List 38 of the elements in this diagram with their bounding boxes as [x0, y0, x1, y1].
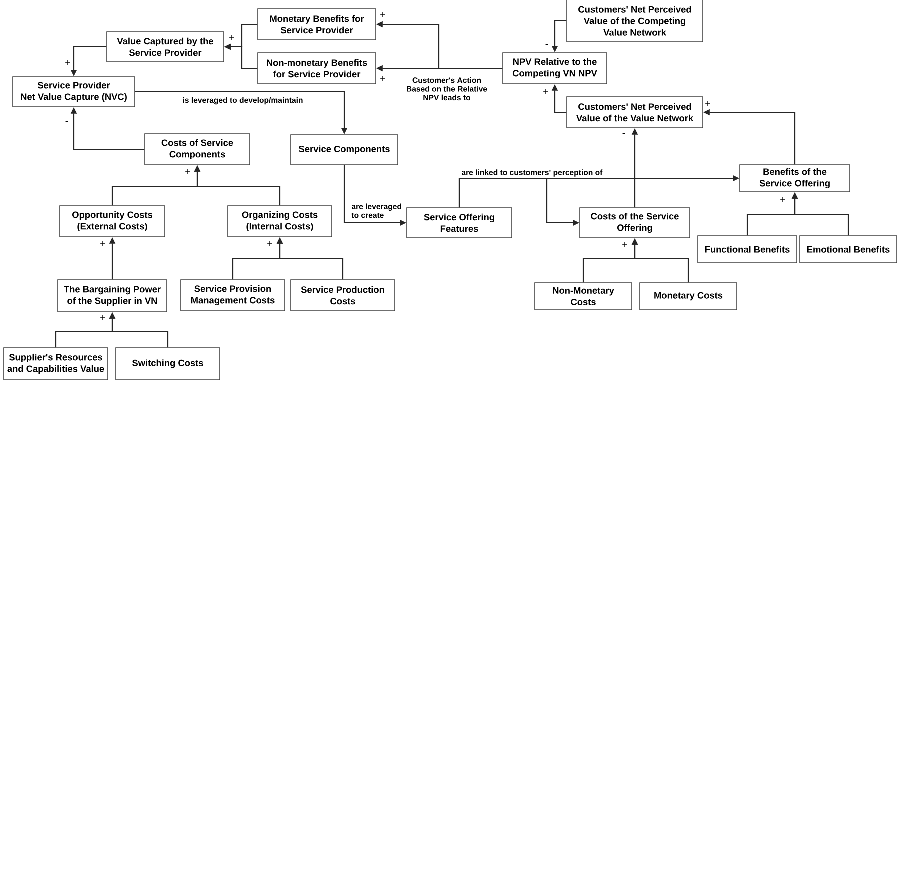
concept-box: Opportunity Costs (External Costs)	[60, 206, 166, 238]
polarity-sign: +	[544, 89, 548, 94]
polarity-sign: +	[100, 241, 106, 246]
polarity-sign: +	[268, 241, 272, 246]
concept-box: Service Production Costs	[290, 280, 396, 312]
concept-box: NPV Relative to the Competing VN NPV	[502, 52, 608, 84]
concept-box: Service Provision Management Costs	[180, 280, 286, 312]
concept-box: Benefits of the Service Offering	[740, 164, 850, 192]
concept-box: The Bargaining Power of the Supplier in VN	[58, 280, 168, 312]
polarity-sign: +	[186, 169, 190, 174]
polarity-sign: -	[66, 121, 68, 122]
concept-box: Costs of the Service Offering	[580, 208, 690, 238]
polarity-sign: +	[66, 60, 70, 65]
polarity-sign: +	[380, 12, 386, 17]
concept-box: Monetary Benefits for Service Provider	[258, 8, 376, 40]
polarity-sign: +	[622, 242, 628, 247]
concept-box: Service Provider Net Value Capture (NVC)	[12, 76, 136, 108]
concept-box: Customers' Net Perceived Value of the Competing Value Network	[566, 0, 704, 42]
polarity-sign: -	[546, 44, 548, 46]
concept-box: Value Captured by the Service Provider	[106, 32, 224, 62]
polarity-sign: +	[380, 76, 386, 81]
concept-box: Service Offering Features	[406, 208, 512, 238]
polarity-sign: +	[706, 101, 710, 106]
concept-box: Costs of Service Components	[144, 134, 250, 166]
concept-box: Supplier's Resources and Capabilities Value	[4, 348, 108, 380]
concept-box: Emotional Benefits	[800, 236, 898, 264]
polarity-sign: +	[100, 315, 106, 320]
concept-box: Switching Costs	[116, 348, 220, 380]
concept-box: Service Components	[290, 134, 398, 166]
concept-box: Non-Monetary Costs	[534, 282, 632, 310]
polarity-sign: -	[622, 133, 626, 134]
concept-box: Monetary Costs	[640, 282, 738, 310]
concept-box: Non-monetary Benefits for Service Provider	[258, 52, 376, 84]
concept-box: Organizing Costs (Internal Costs)	[228, 206, 332, 238]
concept-box: Customers' Net Perceived Value of the Value Network	[566, 96, 704, 128]
concept-box: Functional Benefits	[698, 236, 798, 264]
polarity-sign: +	[780, 197, 786, 202]
polarity-sign: +	[230, 35, 234, 40]
